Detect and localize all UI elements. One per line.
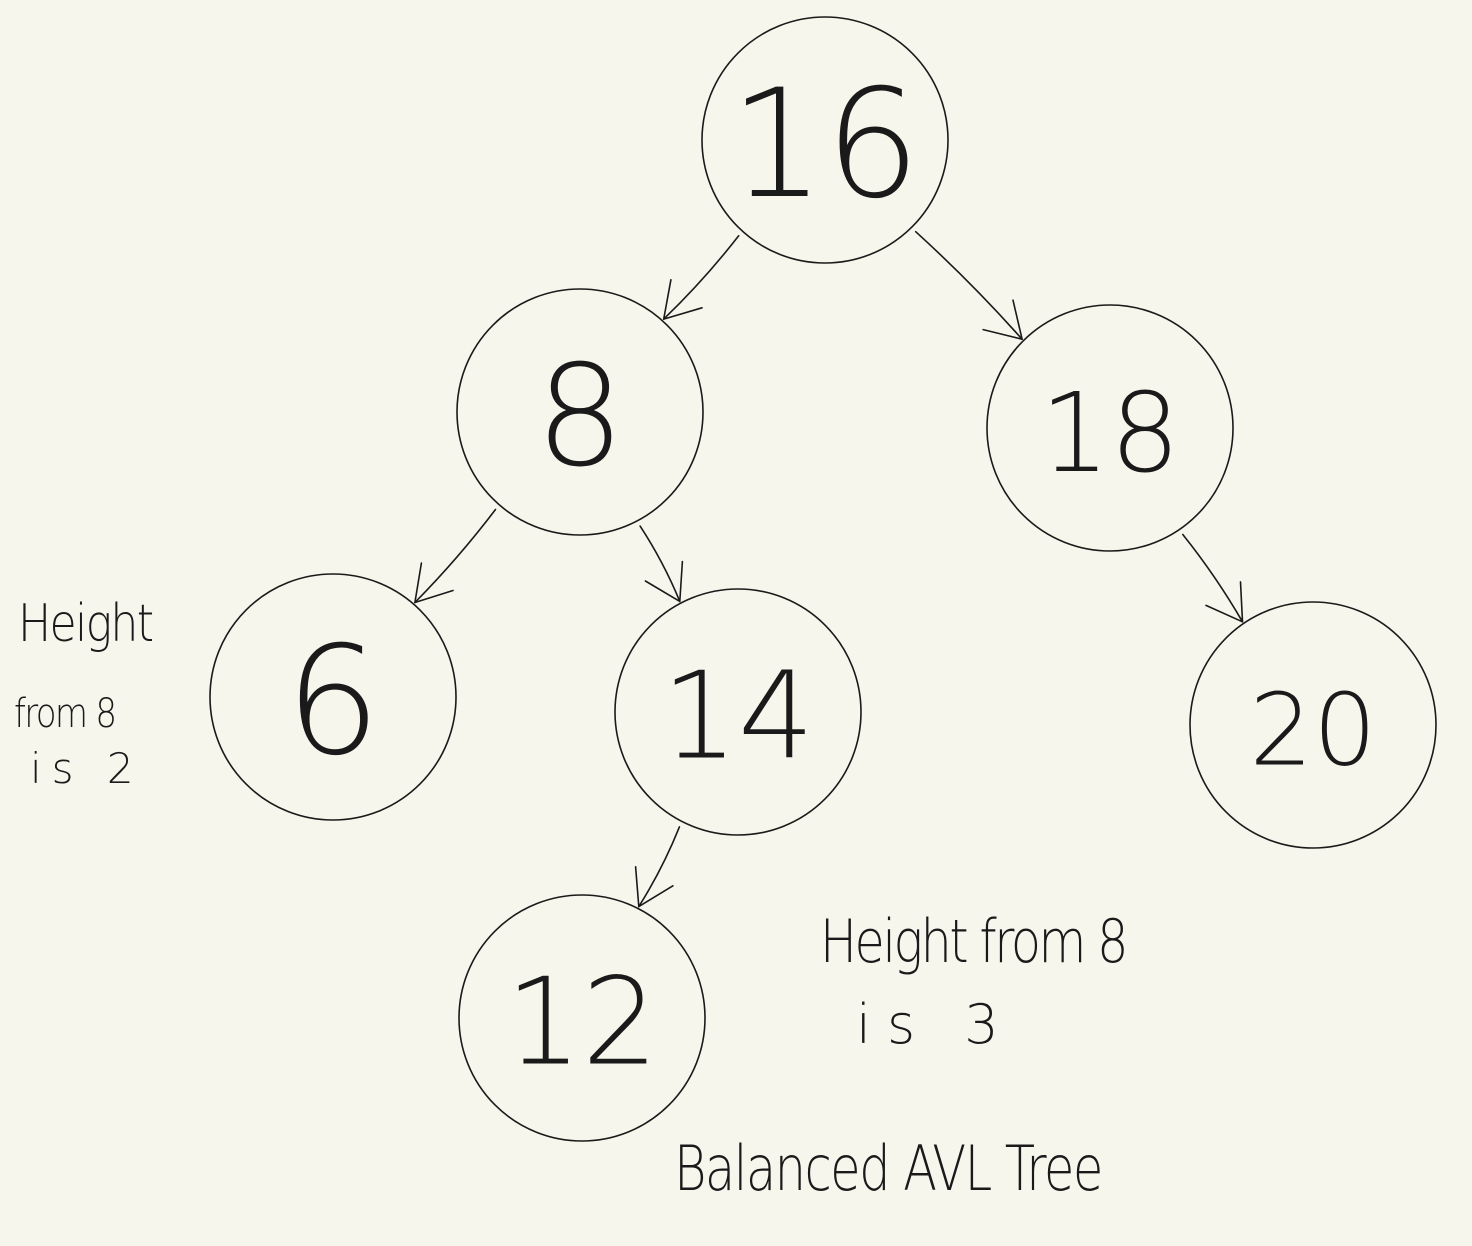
tree-node-12: 12 <box>458 894 706 1142</box>
edge-n8-to-n6 <box>414 508 497 604</box>
arrowhead <box>414 562 454 604</box>
tree-node-8: 8 <box>456 288 704 536</box>
node-circle <box>209 573 457 821</box>
edge-n16-to-n8 <box>662 235 740 320</box>
right-note-line-2: is 3 <box>856 993 1015 1056</box>
right-note-line-1: Height from 8 <box>820 907 1129 977</box>
arrowhead <box>982 299 1023 340</box>
tree-node-6: 6 <box>209 573 457 821</box>
node-label: 14 <box>662 648 815 787</box>
nodes-layer: 16 8 18 6 14 20 12 <box>209 16 1437 1142</box>
edges-layer <box>414 230 1244 908</box>
edge-line <box>414 508 497 604</box>
node-circle <box>986 304 1234 552</box>
arrowhead <box>1205 581 1244 623</box>
node-label: 20 <box>1249 672 1376 789</box>
left-note-line-3: is 2 <box>30 744 144 793</box>
arrowhead <box>662 279 703 320</box>
tree-node-14: 14 <box>614 588 862 836</box>
tree-node-20: 20 <box>1189 601 1437 849</box>
tree-node-18: 18 <box>986 304 1234 552</box>
node-circle <box>701 16 949 264</box>
edge-line <box>639 525 681 603</box>
left-note-line-2: from 8 <box>14 691 117 737</box>
node-label: 8 <box>535 336 624 499</box>
node-label: 18 <box>1040 369 1180 497</box>
tree-node-16: 16 <box>701 16 949 264</box>
node-label: 6 <box>285 615 380 789</box>
arrowhead <box>644 560 684 603</box>
edge-line <box>638 826 681 908</box>
node-label: 16 <box>730 58 921 232</box>
edge-n18-to-n20 <box>1182 533 1244 623</box>
edge-line <box>914 230 1023 340</box>
diagram-caption: Balanced AVL Tree <box>674 1132 1103 1205</box>
node-circle <box>456 288 704 536</box>
node-label: 12 <box>506 954 659 1093</box>
node-circle <box>1189 601 1437 849</box>
edge-n8-to-n14 <box>639 525 684 603</box>
edge-n14-to-n12 <box>634 826 681 908</box>
arrowhead <box>634 866 674 908</box>
edge-line <box>662 235 740 320</box>
node-circle <box>458 894 706 1142</box>
node-circle <box>614 588 862 836</box>
left-note-line-1: Height <box>18 594 154 654</box>
edge-n16-to-n18 <box>914 230 1023 340</box>
edge-line <box>1182 533 1244 623</box>
